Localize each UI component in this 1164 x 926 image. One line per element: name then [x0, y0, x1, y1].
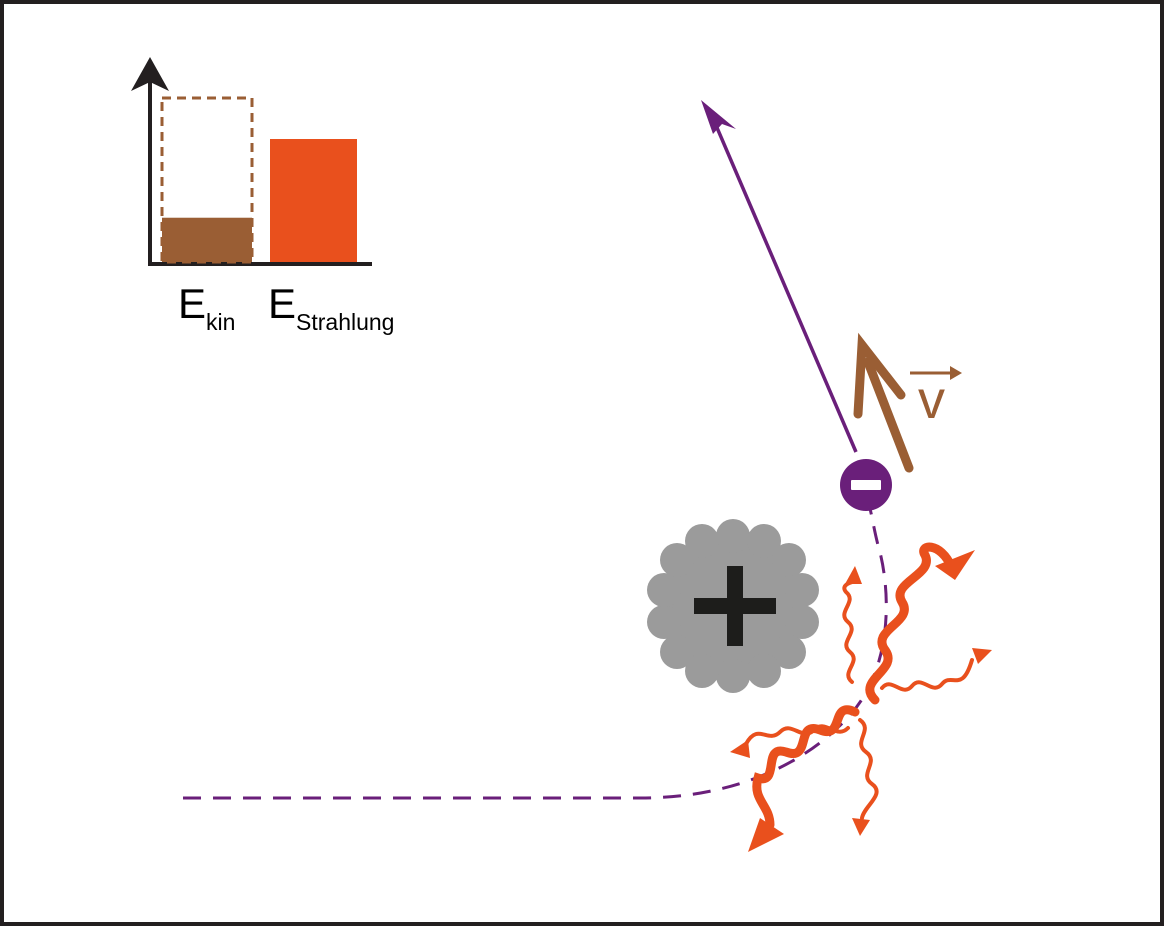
photon-wave-4	[880, 658, 974, 692]
label-e-kin-subscript: kin	[206, 309, 235, 335]
vector-arrow-icon	[853, 332, 906, 419]
photon-wave-1	[865, 542, 957, 705]
bar-radiation-energy	[270, 139, 357, 262]
wavy-arrow-icon	[845, 566, 862, 584]
electron-minus-sign	[851, 480, 881, 490]
label-e-strahlung: EStrahlung	[268, 280, 394, 335]
energy-bar-chart: Ekin EStrahlung	[131, 57, 394, 335]
nucleus-icon	[647, 519, 819, 693]
label-e-kin: Ekin	[178, 280, 235, 335]
label-e-strahlung-symbol: E	[268, 280, 296, 327]
label-e-kin-symbol: E	[178, 280, 206, 327]
wavy-arrow-icon	[852, 818, 870, 836]
y-axis-arrow-icon	[131, 57, 169, 91]
wavy-arrow-icon	[972, 648, 992, 664]
radiation-photons	[730, 542, 992, 852]
initial-kinetic-energy-outline	[160, 96, 254, 264]
photon-wave-5	[744, 724, 850, 746]
photon-wave-6	[858, 718, 879, 820]
electron-direction-arrow	[709, 110, 858, 453]
label-e-strahlung-subscript: Strahlung	[296, 309, 394, 335]
velocity-arrow-shaft	[863, 357, 914, 473]
velocity-vector: v	[853, 332, 962, 473]
photon-wave-3	[842, 580, 856, 684]
wavy-arrow-icon	[730, 740, 750, 758]
electron-icon	[840, 459, 892, 511]
photon-wave-2	[752, 705, 860, 830]
wavy-arrow-icon	[935, 550, 975, 580]
electron-direction-arrowhead-icon	[701, 100, 736, 134]
bar-kinetic-energy	[162, 217, 252, 262]
velocity-overline-arrow-icon	[950, 366, 962, 380]
velocity-label: v	[918, 370, 945, 430]
nucleus-plus-vertical	[727, 566, 743, 646]
wavy-arrow-icon	[748, 818, 784, 852]
